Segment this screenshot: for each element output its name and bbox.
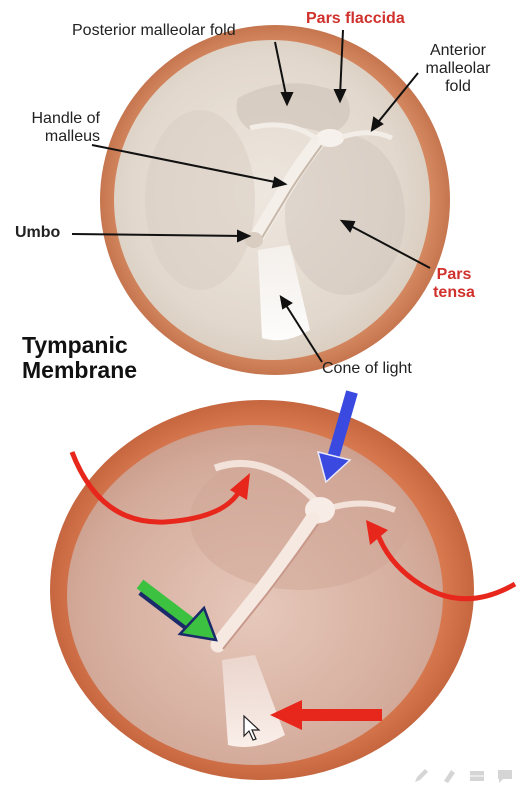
- chat-icon[interactable]: [497, 768, 513, 784]
- label-posterior-malleolar-fold: Posterior malleolar fold: [72, 22, 236, 40]
- diagram-title: Tympanic Membrane: [22, 333, 137, 383]
- membrane-bottom-shade: [190, 450, 410, 590]
- label-anterior-line1: Anterior: [418, 42, 498, 60]
- title-line2: Membrane: [22, 358, 137, 383]
- label-pars-tensa: Pars tensa: [424, 266, 484, 302]
- presentation-controls: [413, 768, 513, 784]
- label-pars-tensa-line1: Pars: [424, 266, 484, 284]
- label-malleus-line1: Handle of: [8, 110, 100, 128]
- label-anterior-line3: fold: [418, 78, 498, 96]
- marker-icon[interactable]: [441, 768, 457, 784]
- grid-icon[interactable]: [469, 768, 485, 784]
- otoscopic-view-illustration: [50, 392, 515, 780]
- label-handle-of-malleus: Handle of malleus: [8, 110, 100, 146]
- label-malleus-line2: malleus: [8, 128, 100, 146]
- label-anterior-malleolar-fold: Anterior malleolar fold: [418, 42, 498, 96]
- tympanic-membrane-illustration: [72, 25, 450, 375]
- label-pars-flaccida: Pars flaccida: [306, 10, 405, 28]
- title-line1: Tympanic: [22, 333, 137, 358]
- label-pars-tensa-line2: tensa: [424, 284, 484, 302]
- pen-icon[interactable]: [413, 768, 429, 784]
- label-cone-of-light: Cone of light: [322, 360, 412, 378]
- label-umbo: Umbo: [15, 224, 60, 242]
- membrane-shade-left: [145, 110, 255, 290]
- label-anterior-line2: malleolar: [418, 60, 498, 78]
- lateral-process-top: [316, 129, 344, 147]
